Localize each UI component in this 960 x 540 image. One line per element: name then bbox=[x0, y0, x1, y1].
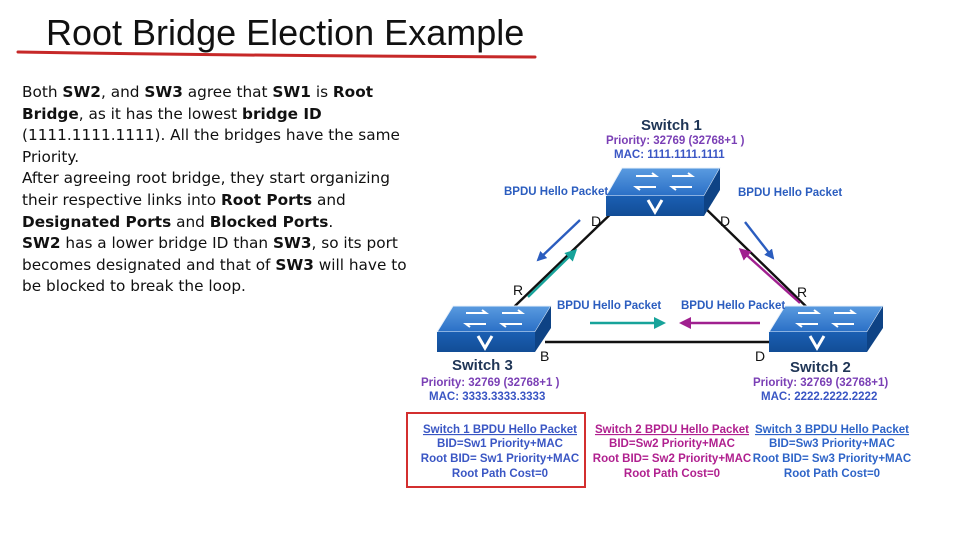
body-bold-term: SW1 bbox=[272, 83, 311, 101]
body-bold-term: SW2 bbox=[22, 234, 61, 253]
sw2-bpdu-box: Switch 2 BPDU Hello Packet BID=Sw2 Prior… bbox=[593, 424, 751, 480]
body-text-run: agree that bbox=[182, 83, 273, 101]
switch-2-icon[interactable] bbox=[768, 305, 884, 352]
body-text-run: After agreeing root bridge, they start o… bbox=[22, 169, 390, 209]
body-bold-term: SW3 bbox=[275, 255, 314, 274]
sw3-bpdu-box: Switch 3 BPDU Hello Packet BID=Sw3 Prior… bbox=[753, 424, 911, 480]
body-bold-term: Blocked Ports bbox=[209, 212, 329, 231]
body-text-run: . bbox=[328, 212, 334, 231]
switch-3-mac: MAC: 3333.3333.3333 bbox=[429, 391, 545, 403]
sw1-bpdu-box: Switch 1 BPDU Hello Packet BID=Sw1 Prior… bbox=[421, 424, 579, 480]
body-bold-term: Root Bridge bbox=[22, 83, 374, 123]
body-bold-term: SW2 bbox=[62, 83, 101, 101]
sw3-bpdu-line: Root BID= Sw3 Priority+MAC bbox=[753, 453, 911, 465]
packet-label-middle-right: BPDU Hello Packet bbox=[681, 300, 785, 312]
port-label-sw3-bottom: B bbox=[540, 348, 549, 364]
body-text-run: and bbox=[312, 190, 346, 209]
switch-3-name: Switch 3 bbox=[452, 357, 513, 374]
body-paragraph: Both SW2, and SW3 agree that SW1 is Root… bbox=[22, 82, 422, 298]
packet-label-left: BPDU Hello Packet bbox=[504, 186, 608, 198]
body-bold-term: SW3 bbox=[144, 83, 183, 101]
body-bold-term: SW3 bbox=[272, 234, 312, 253]
switch-2-name: Switch 2 bbox=[790, 359, 851, 376]
sw1-bpdu-line: Root BID= Sw1 Priority+MAC bbox=[421, 453, 579, 465]
body-text-run: , and bbox=[100, 83, 145, 101]
title-underline bbox=[16, 50, 537, 59]
body-text-run: (1111.1111.1111). All the bridges have t… bbox=[22, 126, 400, 166]
switch-1-priority: Priority: 32769 (32768+1 ) bbox=[606, 135, 745, 147]
body-text-run: will have to be blocked to break the loo… bbox=[22, 255, 407, 296]
body-text-run: has a lower bridge ID than bbox=[60, 234, 273, 253]
sw2-bpdu-line: Root Path Cost=0 bbox=[624, 468, 720, 480]
port-label-sw2-bottom: D bbox=[755, 348, 765, 364]
switch-1-icon[interactable] bbox=[605, 167, 721, 216]
packet-label-middle-left: BPDU Hello Packet bbox=[557, 300, 661, 312]
body-text-run: Both bbox=[22, 83, 63, 101]
switch-3-icon[interactable] bbox=[436, 305, 552, 352]
body-text-run: and bbox=[171, 212, 210, 231]
sw3-bpdu-title: Switch 3 BPDU Hello Packet bbox=[755, 424, 909, 436]
port-label-sw2-top: R bbox=[797, 284, 807, 300]
body-text-run: , so its port becomes designated and tha… bbox=[22, 234, 398, 274]
bpdu-arrows bbox=[527, 219, 801, 329]
switch-1-mac: MAC: 1111.1111.1111 bbox=[614, 149, 725, 161]
body-bold-term: Designated Ports bbox=[22, 212, 172, 231]
switch-3-priority: Priority: 32769 (32768+1 ) bbox=[421, 377, 560, 389]
sw3-bpdu-line: BID=Sw3 Priority+MAC bbox=[769, 438, 895, 450]
port-label-sw1-right: D bbox=[720, 213, 730, 229]
body-text-run: , as it has the lowest bbox=[78, 104, 243, 123]
body-bold-term: bridge ID bbox=[242, 104, 322, 123]
body-text-run: is bbox=[310, 83, 333, 101]
sw1-bpdu-line: BID=Sw1 Priority+MAC bbox=[437, 438, 563, 450]
sw2-bpdu-title: Switch 2 BPDU Hello Packet bbox=[595, 424, 749, 436]
port-label-sw3-top: R bbox=[513, 282, 523, 298]
sw3-bpdu-line: Root Path Cost=0 bbox=[784, 468, 880, 480]
switch-2-priority: Priority: 32769 (32768+1) bbox=[753, 377, 888, 389]
sw1-bpdu-line: Root Path Cost=0 bbox=[452, 468, 548, 480]
port-label-sw1-left: D bbox=[591, 213, 601, 229]
sw1-bpdu-box-border bbox=[406, 412, 586, 488]
switch-2-mac: MAC: 2222.2222.2222 bbox=[761, 391, 877, 403]
switch-1-name: Switch 1 bbox=[641, 117, 702, 134]
sw2-bpdu-line: BID=Sw2 Priority+MAC bbox=[609, 438, 735, 450]
slide-title: Root Bridge Election Example bbox=[46, 12, 525, 53]
body-bold-term: Root Ports bbox=[221, 190, 313, 209]
sw1-bpdu-title: Switch 1 BPDU Hello Packet bbox=[423, 424, 577, 436]
sw2-bpdu-line: Root BID= Sw2 Priority+MAC bbox=[593, 453, 751, 465]
packet-label-right: BPDU Hello Packet bbox=[738, 187, 842, 199]
